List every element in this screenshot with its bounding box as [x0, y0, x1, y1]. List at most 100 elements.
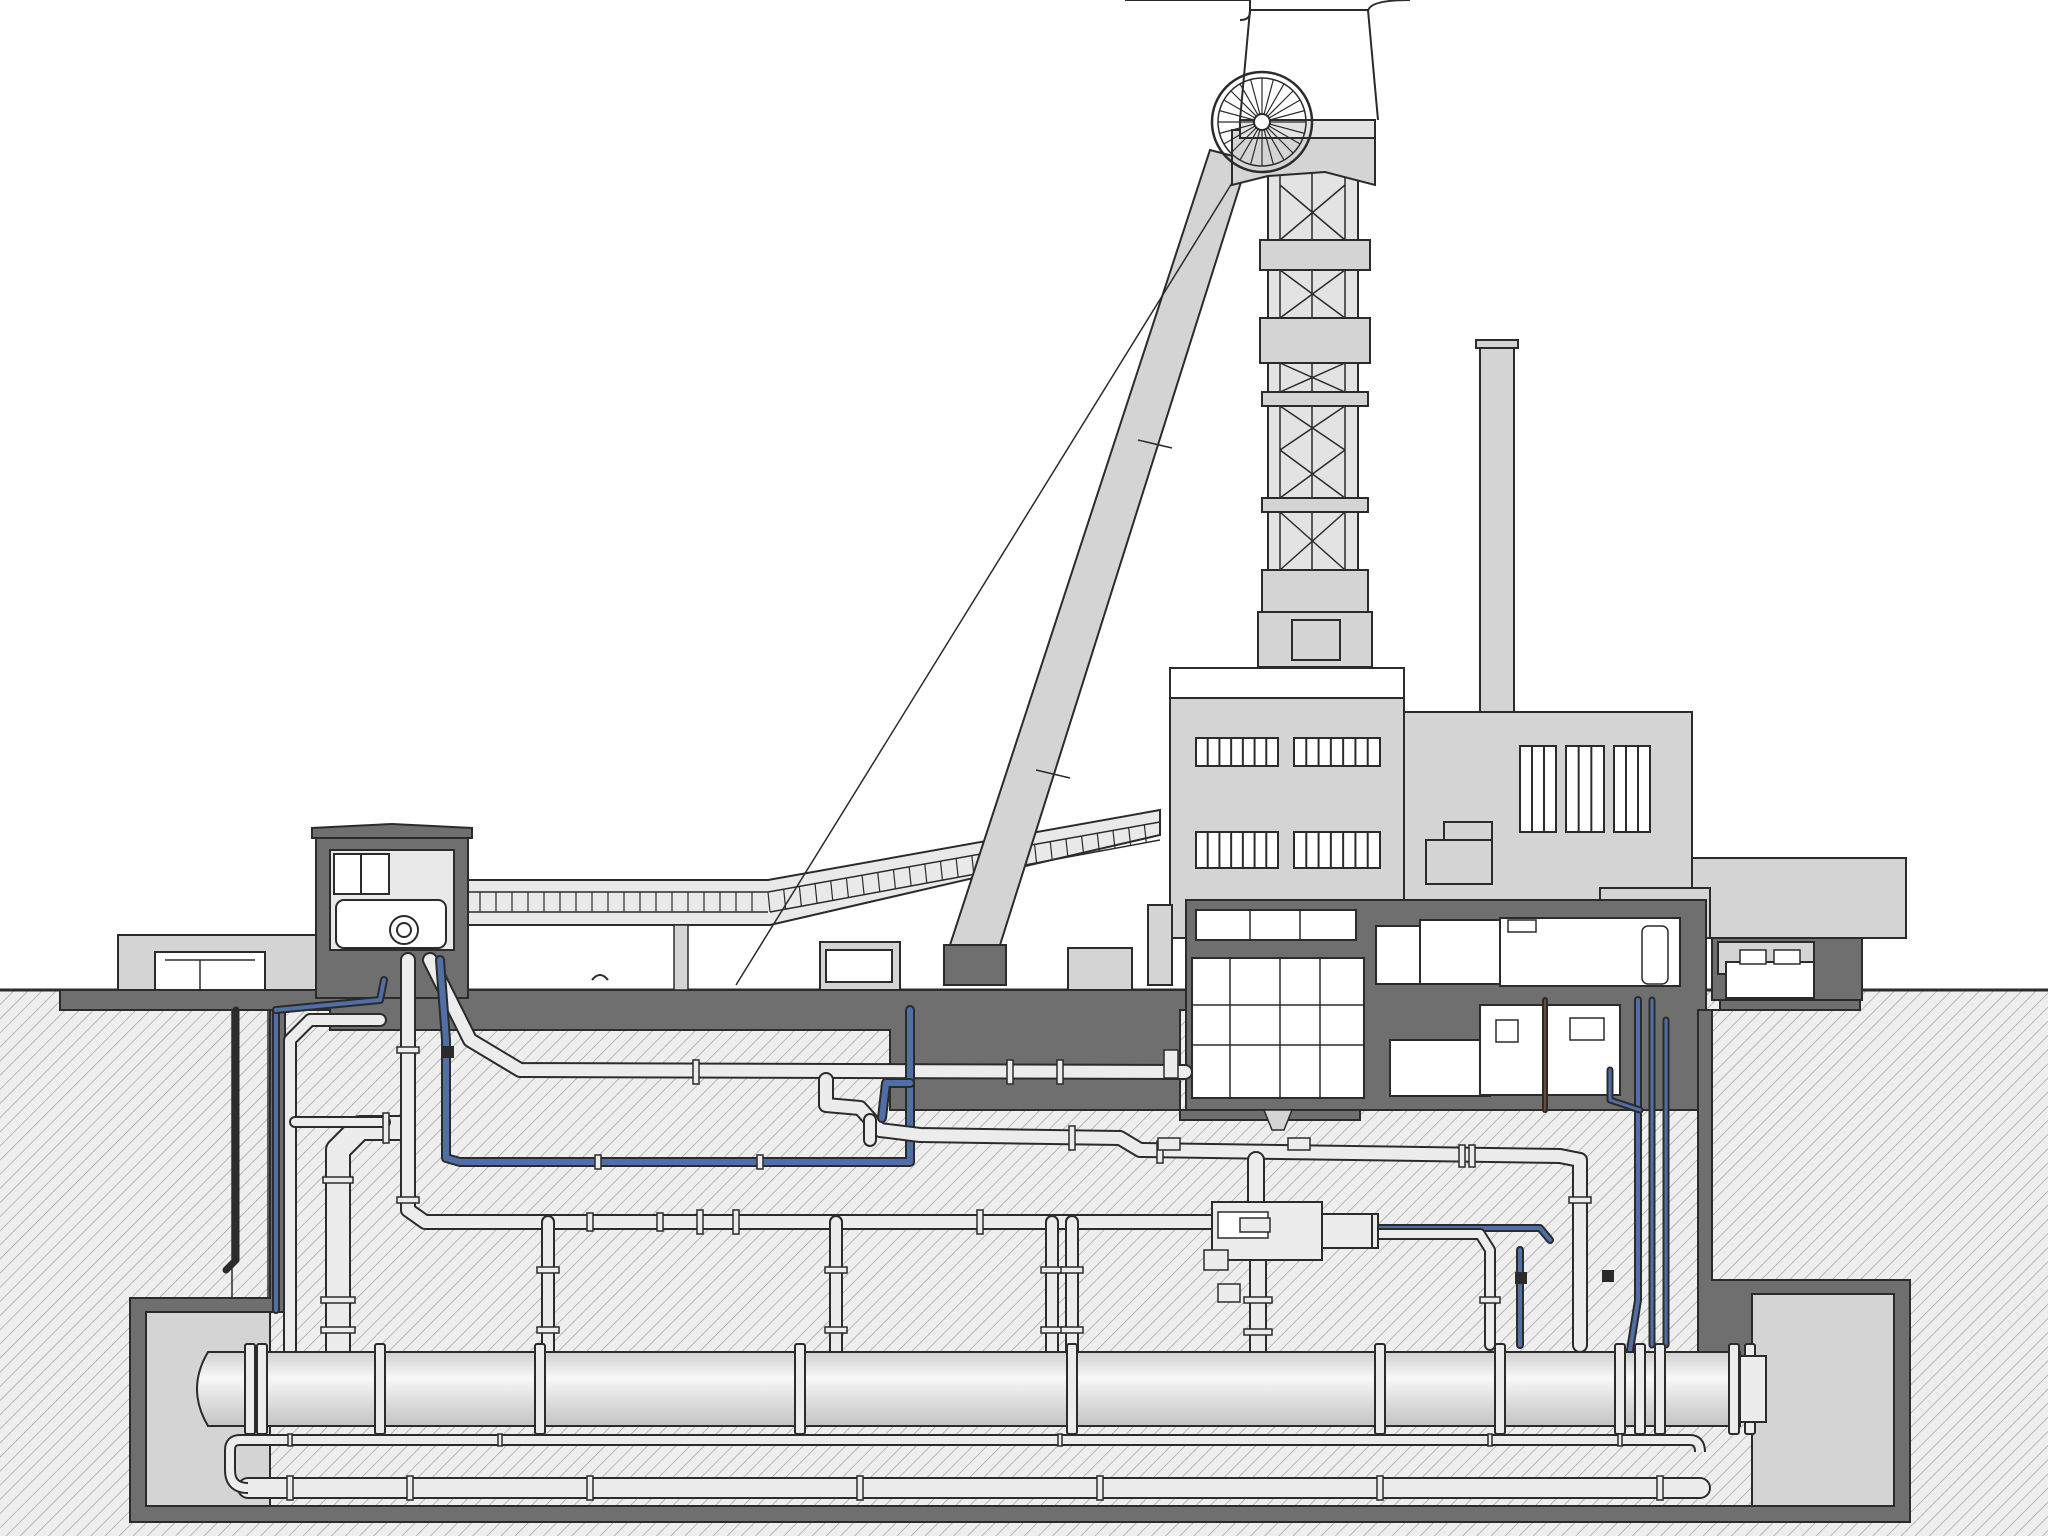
- building-window: [1293, 831, 1381, 869]
- left-shaft-house: [311, 822, 473, 999]
- gallery-right-chamber: [1751, 1293, 1895, 1507]
- sheave-spoke: [1250, 129, 1261, 165]
- return-pipe-flange: [497, 1433, 503, 1447]
- trunk-flange: [794, 1343, 806, 1435]
- sheave-spoke: [1230, 127, 1257, 154]
- return-pipe-flange: [586, 1475, 594, 1501]
- bridge-rib: [1096, 833, 1100, 852]
- pipe-flange: [824, 1266, 848, 1274]
- building-window: [1293, 737, 1381, 767]
- pipe-flange: [396, 1196, 420, 1204]
- bottom-return-pipe: [224, 1433, 1711, 1501]
- sheave-spoke: [1268, 99, 1301, 119]
- bridge-rib: [877, 872, 881, 892]
- pipe-flange: [732, 1209, 740, 1235]
- pipe-flange: [656, 1212, 664, 1232]
- right-annex: [1711, 937, 1863, 1001]
- sheave-spoke: [1269, 110, 1305, 121]
- main-building: [1067, 667, 1907, 991]
- trunk-flange: [1654, 1343, 1666, 1435]
- pipe-flange: [976, 1209, 984, 1235]
- trunk-flange: [244, 1343, 256, 1435]
- bridge-rib: [830, 880, 834, 901]
- central-pump-unit: [1203, 1201, 1379, 1303]
- chimney: [1475, 339, 1519, 721]
- bridge-rib: [892, 869, 897, 890]
- sheave-wheel: [1210, 70, 1314, 174]
- right-blue-pipe-a: [1628, 998, 1640, 1352]
- sheave-spoke: [1265, 83, 1285, 116]
- valve-box: [442, 1046, 454, 1058]
- pipe-flange: [1568, 1196, 1592, 1204]
- bridge-rib: [1128, 827, 1132, 846]
- bridge-rib: [955, 858, 959, 878]
- return-pipe-flange: [856, 1475, 864, 1501]
- return-pipe-flange: [1487, 1433, 1493, 1447]
- upper-slanted-pipe: [424, 954, 1191, 1078]
- bridge-rib: [1112, 830, 1116, 849]
- building-window: [1519, 745, 1557, 833]
- conveyor-bridge: [467, 808, 1161, 991]
- sheave-spoke: [1265, 128, 1285, 161]
- pipe-flange: [320, 1296, 356, 1304]
- pipe-flange: [692, 1059, 700, 1085]
- bridge-rib: [814, 883, 818, 904]
- pipe-flange: [1040, 1266, 1064, 1274]
- plant-cutaway: [1185, 899, 1707, 1131]
- sheave-spoke: [1263, 79, 1274, 115]
- bridge-rib: [798, 886, 802, 907]
- trunk-flange: [1634, 1343, 1646, 1435]
- return-pipe-flange: [406, 1475, 414, 1501]
- upper-main-pipe: [402, 954, 1226, 1228]
- trunk-end-cap: [1739, 1355, 1767, 1423]
- valve-box: [1163, 1049, 1179, 1079]
- valve-box: [1602, 1270, 1614, 1282]
- bridge-rib: [1065, 838, 1069, 858]
- pipe-flange: [396, 1046, 420, 1054]
- sheave-spoke: [1223, 99, 1256, 119]
- sheave-spoke: [1239, 128, 1259, 161]
- pipe-flange: [1458, 1144, 1466, 1168]
- headframe-strut: [735, 148, 1250, 986]
- return-pipe-flange: [1057, 1433, 1063, 1447]
- bridge-rib: [908, 866, 912, 887]
- building-window: [1195, 737, 1279, 767]
- pipe-flange: [756, 1154, 764, 1170]
- pipe-flange: [1243, 1328, 1273, 1336]
- trunk-flange: [1374, 1343, 1386, 1435]
- bridge-rib: [1049, 841, 1053, 861]
- sheave-spoke: [1268, 125, 1301, 145]
- left-low-shed: [117, 934, 319, 991]
- sheave-spoke: [1269, 123, 1305, 134]
- building-window: [1195, 831, 1279, 869]
- trunk-flange: [1614, 1343, 1626, 1435]
- trunk-flange: [256, 1343, 268, 1435]
- trunk-flange: [534, 1343, 546, 1435]
- pipe-flange: [382, 1112, 390, 1144]
- return-pipe-flange: [1617, 1433, 1623, 1447]
- bridge-rib: [861, 875, 865, 895]
- sheave-spoke: [1230, 90, 1257, 117]
- small-hut-middle: [591, 941, 901, 991]
- pipe-flange: [1068, 1125, 1076, 1151]
- pipe-flange: [1060, 1326, 1084, 1334]
- return-pipe-flange: [1096, 1475, 1104, 1501]
- pipe-flange: [1479, 1296, 1501, 1304]
- trunk-flange: [1066, 1343, 1078, 1435]
- middle-long-pipe: [820, 1074, 1586, 1351]
- left-shaft-wire: [224, 1008, 238, 1272]
- return-pipe-flange: [1656, 1475, 1664, 1501]
- bridge-rib: [1143, 824, 1147, 843]
- sheave-spoke: [1267, 90, 1294, 117]
- valve-box: [1287, 1137, 1311, 1151]
- pipe-flange: [1040, 1326, 1064, 1334]
- left-blue-pipe-top: [274, 978, 386, 1012]
- pipe-flange: [824, 1326, 848, 1334]
- pipe-flange: [1006, 1059, 1014, 1085]
- sheave-spoke: [1219, 123, 1255, 134]
- sheave-spoke: [1223, 125, 1256, 145]
- bridge-rib: [1081, 835, 1085, 855]
- return-pipe-flange: [1376, 1475, 1384, 1501]
